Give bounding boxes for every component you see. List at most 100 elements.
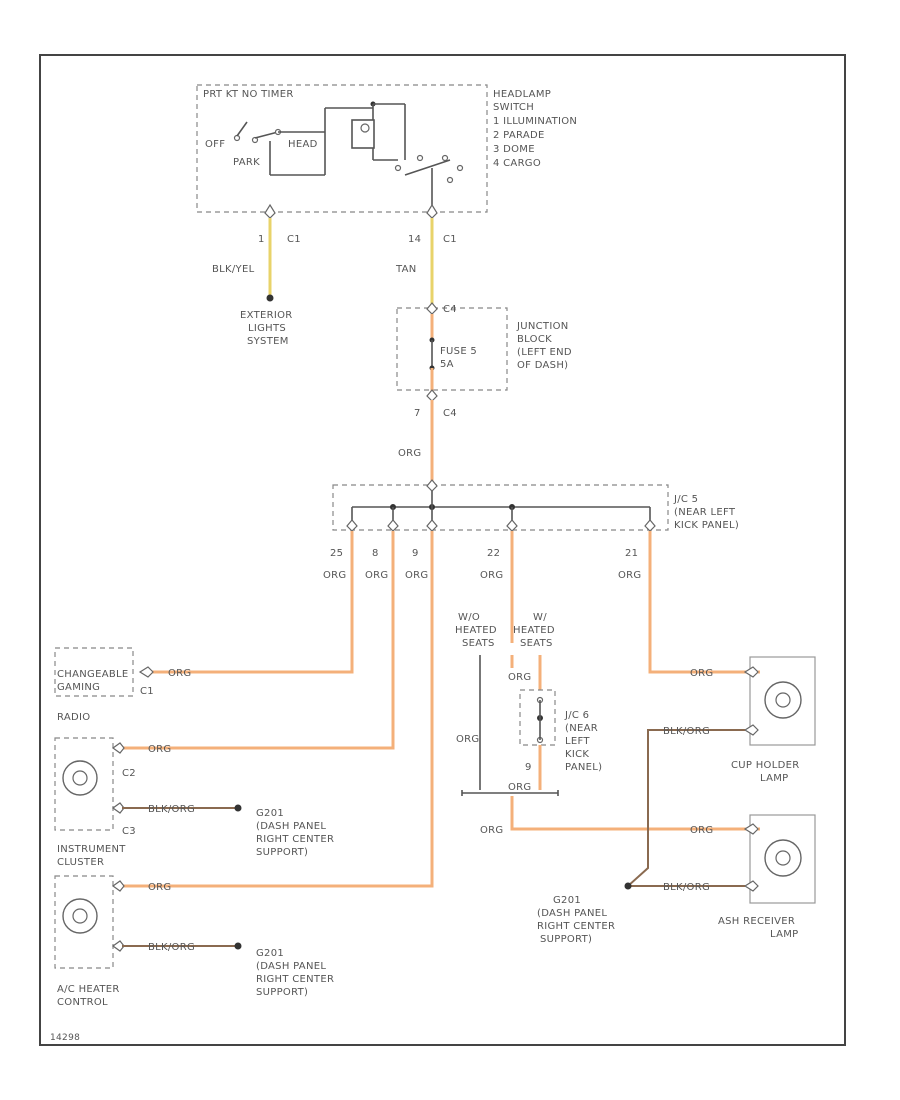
- heated-seats-wire-label: ORG: [508, 672, 531, 683]
- jc6-title-5: PANEL): [565, 762, 602, 773]
- changeable-gaming-label-2: GAMING: [57, 682, 100, 693]
- headlamp-title-1: HEADLAMP: [493, 89, 551, 100]
- jc6-title-1: J/C 6: [564, 710, 589, 721]
- junction-bottom-connector: C4: [443, 408, 457, 419]
- switch-pin-14: [426, 203, 438, 219]
- junction-title-3: (LEFT END: [517, 347, 572, 358]
- radio-connector-c2: C2: [122, 768, 136, 779]
- junction-title-2: BLOCK: [517, 334, 552, 345]
- wire-to-changeable-gaming: [150, 531, 354, 674]
- diagram-frame: [39, 54, 846, 1046]
- jc6-pin: 9: [525, 762, 532, 773]
- headlamp-off-label: OFF: [205, 139, 225, 150]
- exterior-label-1: EXTERIOR: [240, 310, 293, 321]
- heated-seats-wo-3: SEATS: [462, 638, 495, 649]
- ash-receiver-lamp: ORG BLK/ORG ASH RECEIVER LAMP G201 (DASH…: [537, 814, 816, 945]
- changeable-gaming-wire-label: ORG: [168, 668, 191, 679]
- junction-bottom-pin: 7: [414, 408, 421, 419]
- headlamp-pos-2: 2 PARADE: [493, 130, 545, 141]
- ac-heater-label-1: A/C HEATER: [57, 984, 120, 995]
- radio-connector-c3: C3: [122, 826, 136, 837]
- junction-top-connector: C4: [443, 304, 457, 315]
- switch-pin-14-number: 14: [408, 234, 421, 245]
- wo-seats-wire-label: ORG: [456, 734, 479, 745]
- cluster-wire-label: ORG: [148, 882, 171, 893]
- blk-yel-wire-label: BLK/YEL: [212, 264, 255, 275]
- ash-ground-1: G201: [553, 895, 581, 906]
- changeable-gaming-connector: C1: [140, 686, 154, 697]
- headlamp-pos-3: 3 DOME: [493, 144, 535, 155]
- radio-ground-2: (DASH PANEL: [256, 821, 326, 832]
- headlamp-switch-top-label: PRT KT NO TIMER: [203, 89, 294, 100]
- radio: RADIO ORG C2 C3 BLK/ORG G201 (DASH PANEL…: [54, 712, 334, 858]
- exterior-label-2: LIGHTS: [248, 323, 286, 334]
- switch-pin-1-connector: C1: [287, 234, 301, 245]
- ash-receiver-wire-label: ORG: [690, 825, 713, 836]
- org-label-8: ORG: [365, 570, 388, 581]
- junction-title-4: OF DASH): [517, 360, 568, 371]
- radio-wire-label: ORG: [148, 744, 171, 755]
- switch-pin-1-number: 1: [258, 234, 265, 245]
- cup-holder-ground-label: BLK/ORG: [663, 726, 710, 737]
- wire-to-radio: [120, 531, 395, 750]
- ash-receiver-ground-label: BLK/ORG: [663, 882, 710, 893]
- radio-ground-3: RIGHT CENTER: [256, 834, 334, 845]
- cup-holder-ground-wire: [627, 729, 745, 887]
- changeable-gaming-label-1: CHANGEABLE: [57, 669, 128, 680]
- fuse-rating: 5A: [440, 359, 454, 370]
- junction-block: C4 FUSE 5 5A JUNCTION BLOCK (LEFT END OF…: [396, 302, 572, 419]
- org-feed-wire-label: ORG: [398, 448, 421, 459]
- cluster-ground-2: (DASH PANEL: [256, 961, 326, 972]
- splice-title-1: J/C 5: [673, 494, 698, 505]
- wire-to-ash-receiver: [510, 796, 760, 831]
- headlamp-switch: PRT KT NO TIMER OFF PARK HEAD HEADLAMP S…: [196, 84, 577, 213]
- splice-pin-8: 8: [372, 548, 379, 559]
- radio-label: RADIO: [57, 712, 90, 723]
- ash-receiver-feed-label: ORG: [480, 825, 503, 836]
- exterior-lights-terminal: [266, 294, 274, 302]
- splice-title-2: (NEAR LEFT: [674, 507, 736, 518]
- cup-holder-wire-label: ORG: [690, 668, 713, 679]
- cluster-ground-3: RIGHT CENTER: [256, 974, 334, 985]
- ash-ground-3: RIGHT CENTER: [537, 921, 615, 932]
- jc6-title-3: LEFT: [565, 736, 590, 747]
- cluster-ground-wire-label: BLK/ORG: [148, 942, 195, 953]
- instrument-cluster-label-2: CLUSTER: [57, 857, 104, 868]
- splice-pin-22: 22: [487, 548, 500, 559]
- radio-ground-4: SUPPORT): [256, 847, 308, 858]
- org-label-9: ORG: [405, 570, 428, 581]
- cluster-ground-1: G201: [256, 948, 284, 959]
- ash-ground-2: (DASH PANEL: [537, 908, 607, 919]
- cup-holder-label-1: CUP HOLDER: [731, 760, 799, 771]
- radio-ground-wire-label: BLK/ORG: [148, 804, 195, 815]
- headlamp-switch-box: [196, 84, 488, 213]
- org-label-22: ORG: [480, 570, 503, 581]
- junction-block-box: [396, 307, 508, 391]
- splice-pin-9: 9: [412, 548, 419, 559]
- ash-receiver-label-1: ASH RECEIVER: [718, 916, 795, 927]
- switch-pin-14-connector: C1: [443, 234, 457, 245]
- tan-wire-branch: 14 C1 TAN: [395, 203, 457, 305]
- exterior-lights-branch: 1 C1 BLK/YEL EXTERIOR LIGHTS SYSTEM: [212, 203, 301, 347]
- ash-ground-terminal: [624, 882, 632, 890]
- org-label-21: ORG: [618, 570, 641, 581]
- instrument-cluster: INSTRUMENT CLUSTER ORG BLK/ORG G201 (DAS…: [54, 844, 334, 1008]
- ash-ground-4: SUPPORT): [540, 934, 592, 945]
- org-branch-wires: [120, 531, 760, 888]
- heated-seats-wo-2: HEATED: [455, 625, 497, 636]
- ash-receiver-label-2: LAMP: [770, 929, 799, 940]
- heated-seats-w-3: SEATS: [520, 638, 553, 649]
- splice-pin-25: 25: [330, 548, 343, 559]
- bottom-splice-wire-label: ORG: [508, 782, 531, 793]
- exterior-label-3: SYSTEM: [247, 336, 289, 347]
- splice-jc5: J/C 5 (NEAR LEFT KICK PANEL) 25 8 9 22 2…: [323, 479, 739, 581]
- cluster-ground-4: SUPPORT): [256, 987, 308, 998]
- changeable-gaming: CHANGEABLE GAMING C1 ORG: [54, 647, 191, 697]
- headlamp-pos-4: 4 CARGO: [493, 158, 541, 169]
- headlamp-head-label: HEAD: [288, 139, 318, 150]
- diagram-code: 14298: [50, 1033, 80, 1043]
- jc6-title-4: KICK: [565, 749, 589, 760]
- splice-pin-21: 21: [625, 548, 638, 559]
- heated-seats-w-1: W/: [533, 612, 547, 623]
